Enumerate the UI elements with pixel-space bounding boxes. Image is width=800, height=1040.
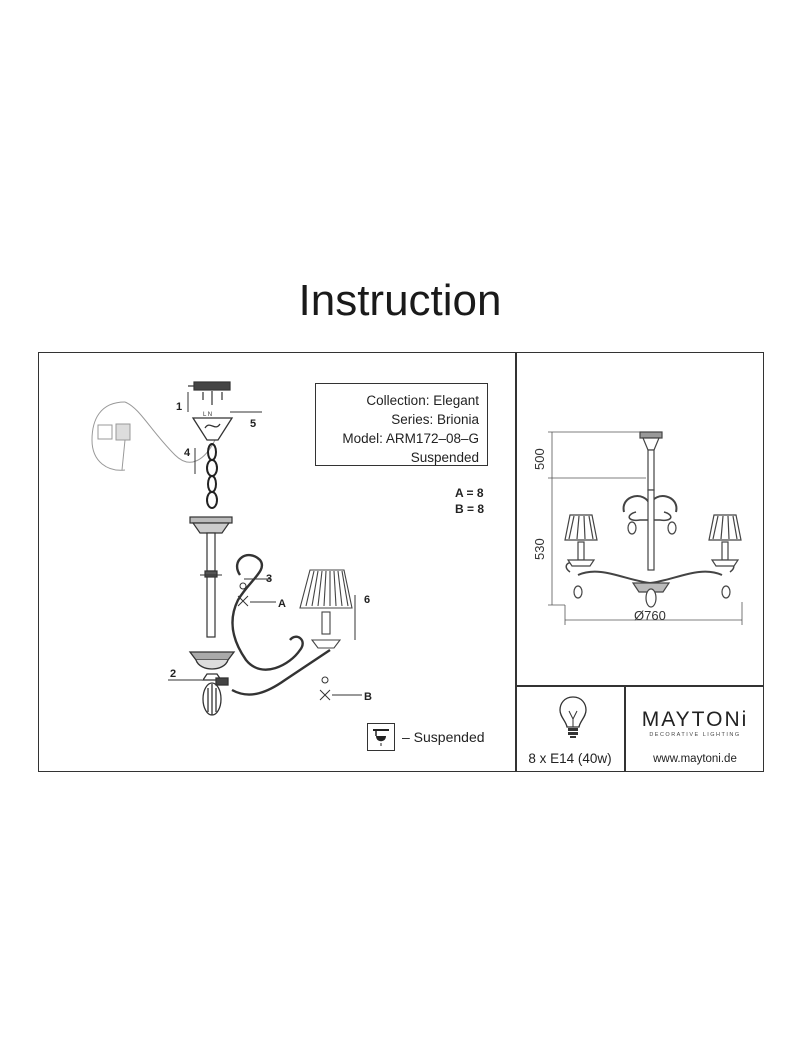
canopy [191,417,234,441]
part-a-label: A [278,598,286,610]
quantity-a: A = 8 [455,486,484,500]
step-6-label: 6 [364,594,370,606]
footer-divider [624,685,626,772]
ceiling-box-detail [91,401,216,471]
step-5-label: 5 [250,418,256,430]
crystal-a-icon [237,582,249,607]
height-top-dimension: 500 [532,448,547,470]
lamp-shade [299,569,353,649]
page-title: Instruction [298,276,502,325]
step-4-label: 4 [184,447,191,459]
lower-bowl [188,651,236,716]
central-stem [189,516,233,638]
quantities: A = 8 B = 8 [455,485,484,517]
suspended-mount-icon [367,723,395,751]
brand-url[interactable]: www.maytoni.de [653,753,737,765]
type-text: Suspended [410,450,479,465]
step-1-label: 1 [176,401,182,413]
series-text: Series: Brionia [391,412,479,427]
crystal-b-icon [319,676,331,701]
part-b-label: B [364,691,372,703]
instruction-frame [38,352,764,772]
curved-arm [231,553,331,696]
diameter-dimension: Ø760 [634,608,666,623]
product-info-box: Collection: Elegant Series: Brionia Mode… [315,383,488,466]
bulb-spec: 8 x E14 (40w) [528,751,612,766]
chain [206,443,218,509]
brand-tagline: DECORATIVE LIGHTING [649,732,741,738]
mounting-plate [188,381,231,405]
column-divider [515,352,517,772]
chandelier-overview [564,431,742,608]
brand-logo: MAYTONi [641,708,749,731]
model-text: Model: ARM172–08–G [342,431,479,446]
step-2-label: 2 [170,668,176,680]
legend-label: – Suspended [402,729,485,745]
wiring-label: L N [203,412,212,418]
collection-text: Collection: Elegant [366,393,479,408]
height-body-dimension: 530 [532,538,547,560]
dimension-lines [548,431,743,625]
quantity-b: B = 8 [455,502,485,516]
row-divider [515,685,764,687]
